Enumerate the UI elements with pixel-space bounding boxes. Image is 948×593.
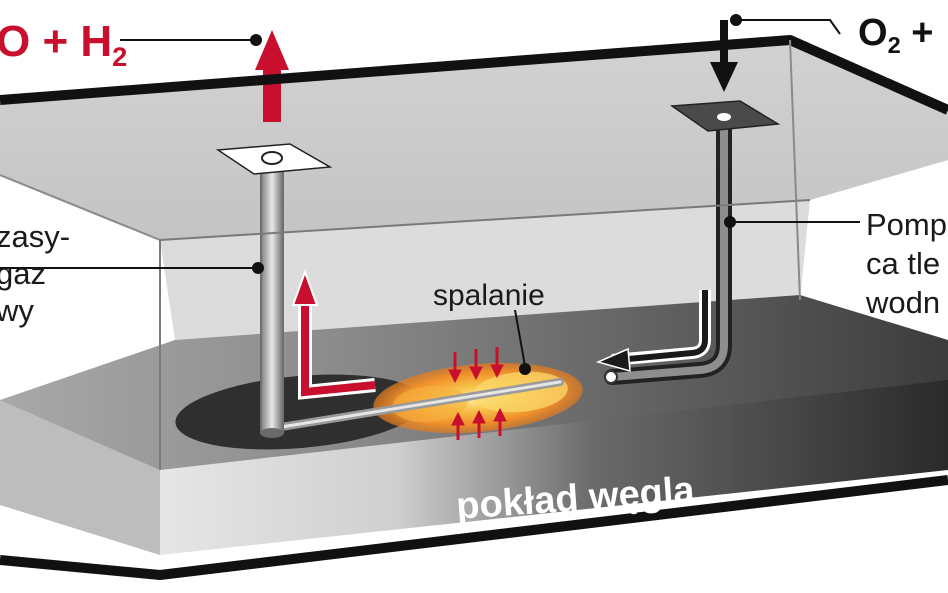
injection-well-label: Pomp ca tle wodn <box>866 205 947 322</box>
production-well-label-line2: gaz <box>0 256 46 291</box>
injection-well-label-line2: ca tle <box>866 246 941 281</box>
input-gas-label: O2 + <box>858 12 934 59</box>
oxidant-flow-arrow <box>595 290 711 373</box>
combustion-label: spalanie <box>433 279 545 312</box>
combustion-arrows <box>448 347 507 440</box>
production-well <box>260 163 284 438</box>
injection-well-label-line1: Pomp <box>866 207 947 242</box>
rock-box-frame <box>0 35 948 580</box>
production-well-label-line1: zasy- <box>0 219 71 254</box>
injection-well-label-line3: wodn <box>866 285 941 320</box>
production-well-label: zasy- gaz wy <box>0 218 70 329</box>
output-gas-label: O + H2 <box>0 17 128 72</box>
gas-flow-arrow <box>291 269 376 400</box>
leader-lines <box>0 14 860 375</box>
production-well-label-line3: wy <box>0 293 34 328</box>
injection-well <box>604 109 732 385</box>
ground-surface <box>0 40 948 240</box>
